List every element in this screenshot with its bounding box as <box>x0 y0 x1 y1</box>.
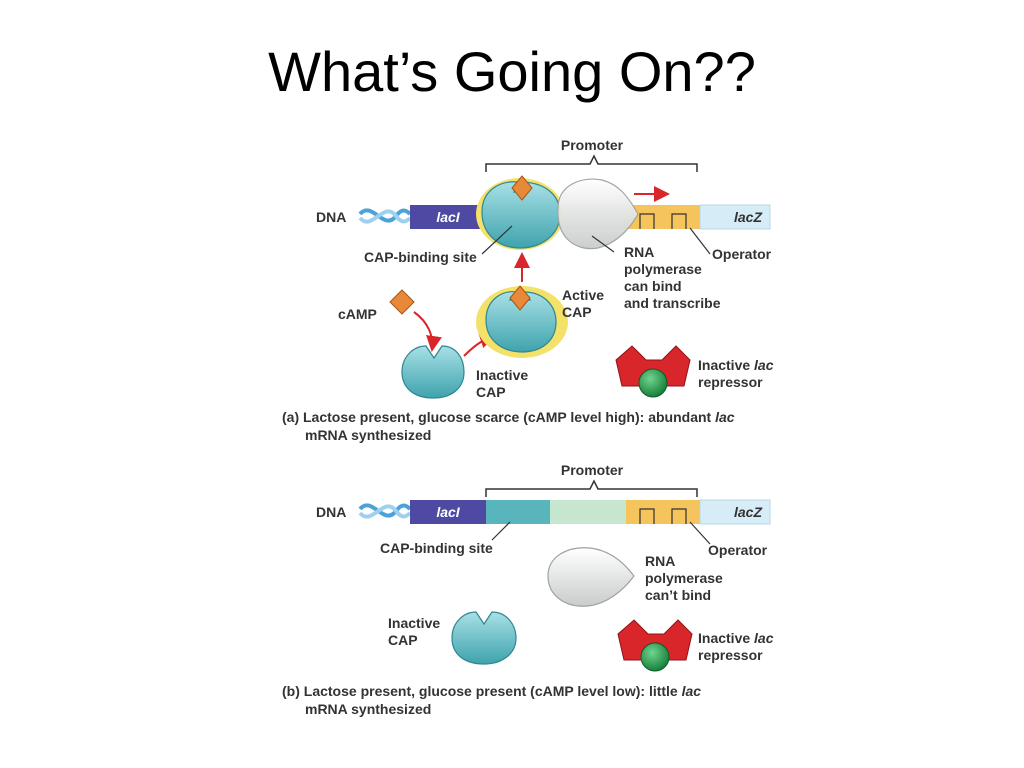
operator-label: Operator <box>708 542 768 558</box>
camp-icon <box>389 289 415 315</box>
operator-notches <box>639 213 687 229</box>
caption-b-lac-word: lac <box>682 683 702 699</box>
active-cap-line: Active <box>562 287 604 303</box>
rna-polymerase-free <box>547 547 635 607</box>
cap-site-label: CAP-binding site <box>380 540 493 556</box>
laci-gene <box>410 500 486 524</box>
rnap-label: RNA polymerase can’t bind <box>645 553 727 603</box>
inactive-cap-icon <box>401 345 465 399</box>
inactive-repressor-icon <box>615 345 691 398</box>
cap-site-pointer <box>491 521 511 541</box>
caption-a: (a) Lactose present, glucose scarce (cAM… <box>282 409 738 443</box>
inactive-cap-label: Inactive CAP <box>388 615 444 648</box>
rna-polymerase-bound <box>557 178 639 250</box>
rnap-line: polymerase <box>624 261 702 277</box>
operator-label: Operator <box>712 246 772 262</box>
operator-pointer <box>689 521 711 545</box>
camp-label: cAMP <box>338 306 377 322</box>
rnap-line: can bind <box>624 278 682 294</box>
rnap-binding-site <box>550 500 626 524</box>
dna-label: DNA <box>316 504 346 520</box>
rnap-pointer <box>591 235 615 253</box>
cap-site-label: CAP-binding site <box>364 249 477 265</box>
slide-title: What’s Going On?? <box>268 40 756 103</box>
caption-b-line1: (b) Lactose present, glucose present (cA… <box>282 683 682 699</box>
promoter-label: Promoter <box>561 462 624 478</box>
rnap-line: can’t bind <box>645 587 711 603</box>
lacz-gene <box>699 499 771 525</box>
caption-a-lac-word: lac <box>715 409 735 425</box>
repressor-lac-word: lac <box>754 357 774 373</box>
lacz-gene <box>699 204 771 230</box>
dna-label: DNA <box>316 209 346 225</box>
cap-binding-site <box>486 500 550 524</box>
caption-a-line1: (a) Lactose present, glucose scarce (cAM… <box>282 409 715 425</box>
lacz-label: lacZ <box>734 504 762 520</box>
operator-notches <box>639 508 687 524</box>
inducer-icon <box>638 368 668 398</box>
rnap-label: RNA polymerase can bind and transcribe <box>624 244 721 311</box>
repressor-line: Inactive <box>698 357 754 373</box>
promoter-label: Promoter <box>561 137 624 153</box>
inactive-cap-line: CAP <box>476 384 506 400</box>
operator-region <box>626 205 700 229</box>
inactive-cap-line: CAP <box>388 632 418 648</box>
promoter-bracket <box>485 154 698 172</box>
camp-bound-icon <box>511 175 533 201</box>
cap-site-pointer <box>481 225 513 255</box>
repressor-line: repressor <box>698 647 763 663</box>
panel-b: Promoter DNA lacI lacZ CAP-binding site … <box>282 462 777 717</box>
rnap-line: polymerase <box>645 570 723 586</box>
repressor-lac-word: lac <box>754 630 774 646</box>
laci-label: lacI <box>436 504 460 520</box>
lacz-label: lacZ <box>734 209 762 225</box>
laci-gene <box>410 205 486 229</box>
caption-a-line2: mRNA synthesized <box>305 427 431 443</box>
repressor-label: Inactive lac repressor <box>698 630 777 663</box>
inactive-cap-icon <box>451 611 517 665</box>
bound-active-cap <box>476 175 564 250</box>
laci-label: lacI <box>436 209 460 225</box>
active-cap-line: CAP <box>562 304 592 320</box>
inactive-cap-line: Inactive <box>476 367 528 383</box>
panel-a: Promoter DNA lacI lacZ CAP-binding site <box>282 137 777 443</box>
dna-helix-icon <box>358 503 412 519</box>
inactive-cap-line: Inactive <box>388 615 440 631</box>
camp-arrow <box>413 311 442 352</box>
active-cap-label: Active CAP <box>562 287 608 320</box>
operator-pointer <box>689 227 711 255</box>
repressor-label: Inactive lac repressor <box>698 357 777 390</box>
repressor-line: Inactive <box>698 630 754 646</box>
operator-region <box>626 500 700 524</box>
inactive-repressor-icon <box>617 619 693 672</box>
caption-b-line2: mRNA synthesized <box>305 701 431 717</box>
rnap-line: and transcribe <box>624 295 721 311</box>
rnap-line: RNA <box>624 244 654 260</box>
rnap-line: RNA <box>645 553 675 569</box>
inactive-cap-label: Inactive CAP <box>476 367 532 400</box>
active-cap-icon <box>476 285 568 358</box>
promoter-bracket <box>485 479 698 497</box>
repressor-line: repressor <box>698 374 763 390</box>
caption-b: (b) Lactose present, glucose present (cA… <box>282 683 705 717</box>
dna-helix-icon <box>358 208 412 224</box>
inducer-icon <box>640 642 670 672</box>
